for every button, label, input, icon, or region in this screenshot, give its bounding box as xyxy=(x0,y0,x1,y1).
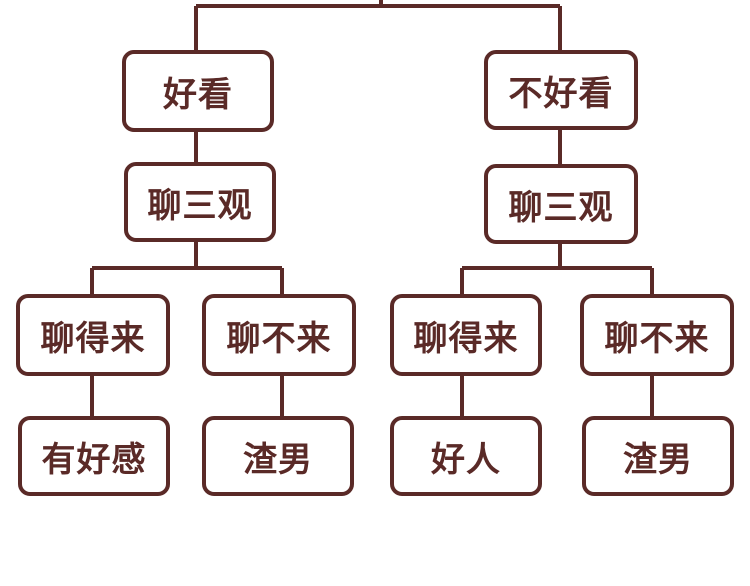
node-right-leaf-b: 渣男 xyxy=(582,416,734,496)
connector-left-middle-branches xyxy=(90,242,284,294)
node-right-leaf-a: 好人 xyxy=(390,416,542,496)
node-right-branch-b: 聊不来 xyxy=(580,294,734,376)
node-right-root: 不好看 xyxy=(484,50,638,130)
node-left-branch-a: 聊得来 xyxy=(16,294,170,376)
node-right-branch-a: 聊得来 xyxy=(390,294,542,376)
node-left-root: 好看 xyxy=(122,50,274,132)
connector-right-middle-branches xyxy=(460,244,654,294)
connector-top xyxy=(194,0,562,50)
node-left-branch-b: 聊不来 xyxy=(202,294,356,376)
node-left-leaf-a: 有好感 xyxy=(18,416,170,496)
node-left-leaf-b: 渣男 xyxy=(202,416,354,496)
node-right-middle: 聊三观 xyxy=(484,164,638,244)
node-left-middle: 聊三观 xyxy=(124,162,276,242)
